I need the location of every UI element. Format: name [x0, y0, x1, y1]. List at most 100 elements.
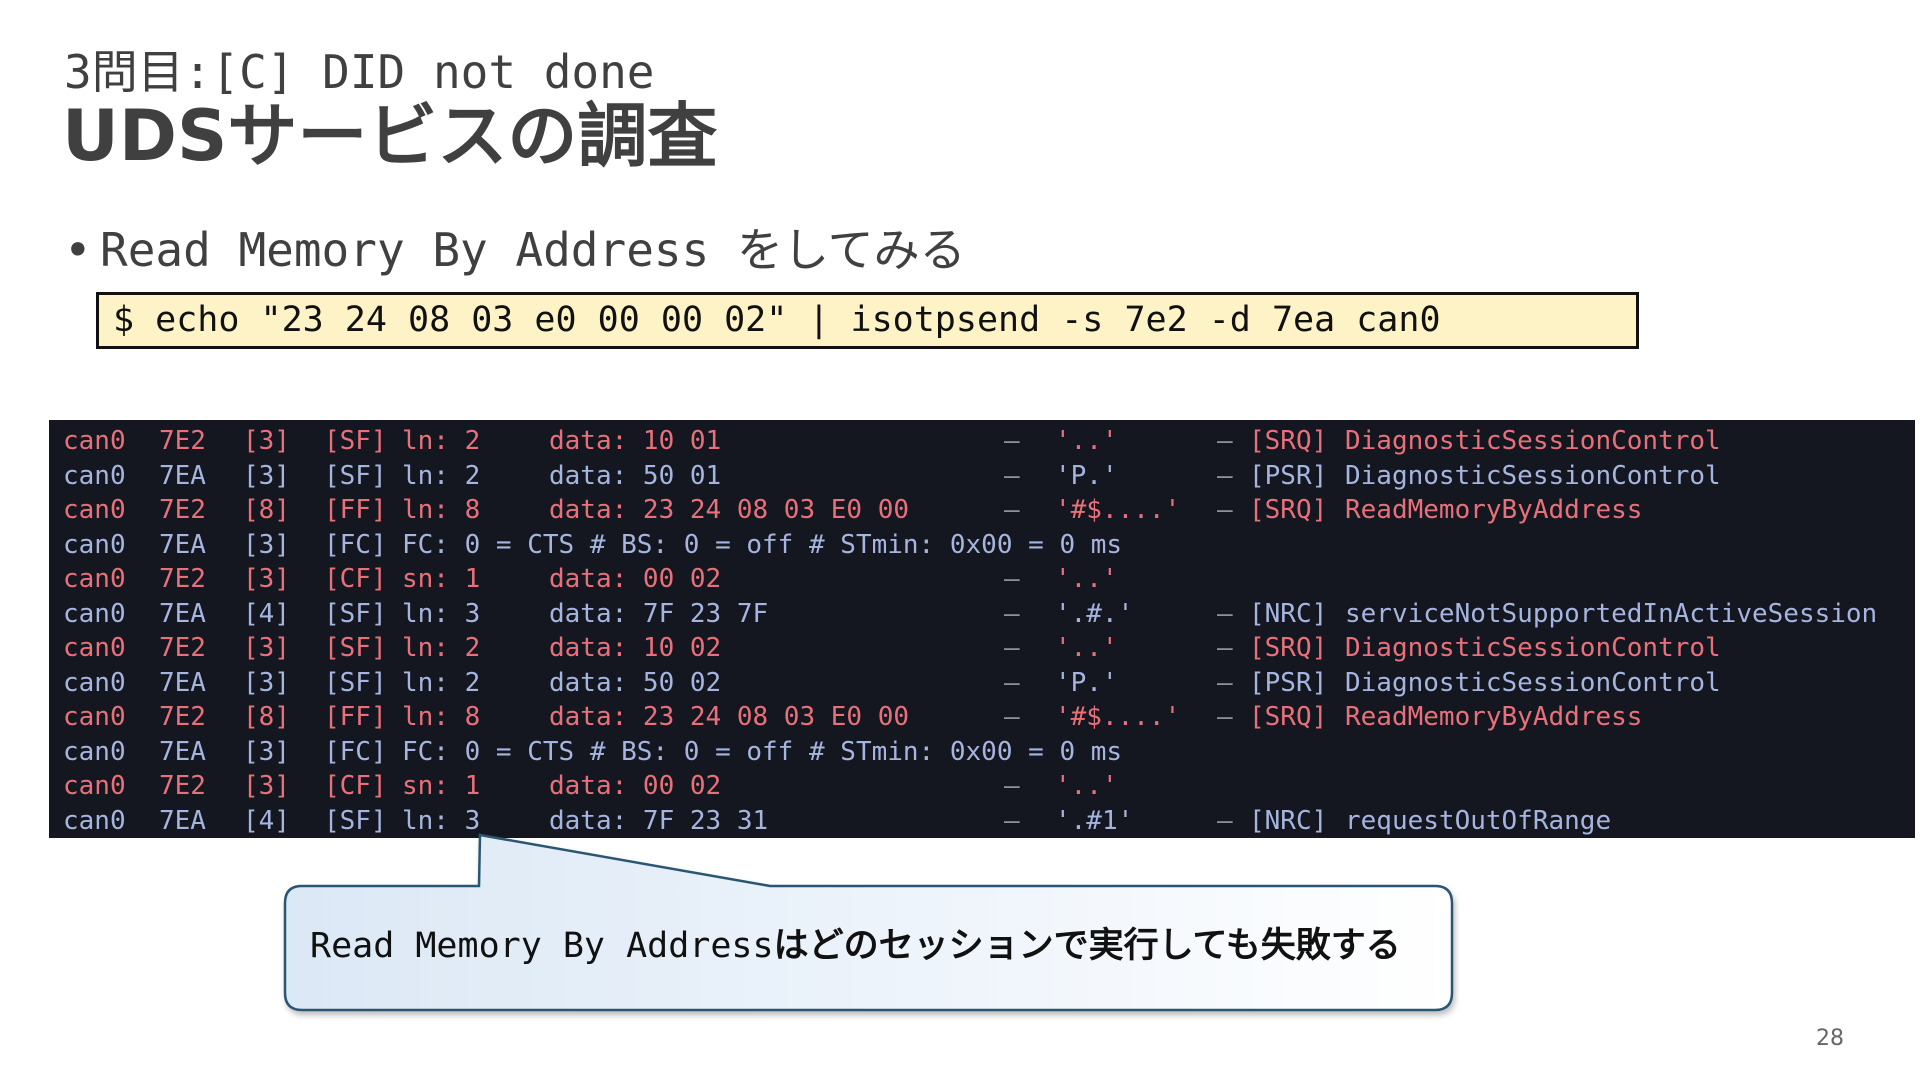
- slide-title: UDSサービスの調査: [62, 95, 718, 177]
- terminal-ascii: 'P.': [1055, 667, 1118, 698]
- terminal-service: ReadMemoryByAddress: [1345, 702, 1643, 732]
- terminal-service: serviceNotSupportedInActiveSession: [1345, 598, 1878, 629]
- terminal-frame: [FC]: [324, 529, 387, 560]
- terminal-service: DiagnosticSessionControl: [1345, 667, 1721, 698]
- terminal-tag: [SRQ]: [1249, 633, 1328, 663]
- terminal-data: data: 7F 23 31: [549, 805, 769, 836]
- terminal-len: [4]: [243, 805, 290, 836]
- terminal-dash: –: [1004, 702, 1020, 732]
- terminal-iface: can0: [63, 564, 126, 594]
- terminal-field: ln: 2: [402, 633, 481, 663]
- terminal-frame: [SF]: [324, 426, 387, 456]
- terminal-id: 7E2: [159, 495, 206, 525]
- terminal-tag: [SRQ]: [1249, 702, 1328, 732]
- terminal-field: FC: 0 = CTS # BS: 0 = off # STmin: 0x00 …: [402, 529, 1123, 560]
- terminal-id: 7EA: [159, 736, 206, 767]
- terminal-ascii: 'P.': [1055, 460, 1118, 491]
- terminal-iface: can0: [63, 529, 126, 560]
- terminal-field: ln: 8: [402, 702, 481, 732]
- terminal-field: sn: 1: [402, 564, 481, 594]
- terminal-tag: [NRC]: [1249, 805, 1328, 836]
- terminal-ascii: '.#1': [1055, 805, 1134, 836]
- terminal-frame: [SF]: [324, 633, 387, 663]
- terminal-dash2: –: [1217, 460, 1233, 491]
- terminal-tag: [PSR]: [1249, 667, 1328, 698]
- terminal-service: requestOutOfRange: [1345, 805, 1612, 836]
- terminal-dash2: –: [1217, 667, 1233, 698]
- callout-text-jp: はどのセッションで実行しても失敗する: [773, 926, 1401, 966]
- terminal-iface: can0: [63, 495, 126, 525]
- terminal-frame: [SF]: [324, 805, 387, 836]
- terminal-frame: [CF]: [324, 564, 387, 594]
- terminal-len: [3]: [243, 426, 290, 456]
- terminal-dash2: –: [1217, 633, 1233, 663]
- terminal-len: [3]: [243, 564, 290, 594]
- terminal-frame: [SF]: [324, 598, 387, 629]
- terminal-ascii: '.#.': [1055, 598, 1134, 629]
- terminal-frame: [FC]: [324, 736, 387, 767]
- terminal-id: 7E2: [159, 771, 206, 801]
- terminal-field: ln: 8: [402, 495, 481, 525]
- terminal-field: ln: 2: [402, 426, 481, 456]
- terminal-ascii: '..': [1055, 564, 1118, 594]
- terminal-dash: –: [1004, 495, 1020, 525]
- terminal-iface: can0: [63, 805, 126, 836]
- terminal-len: [3]: [243, 529, 290, 560]
- terminal-id: 7E2: [159, 702, 206, 732]
- terminal-id: 7E2: [159, 633, 206, 663]
- terminal-field: FC: 0 = CTS # BS: 0 = off # STmin: 0x00 …: [402, 736, 1123, 767]
- terminal-iface: can0: [63, 460, 126, 491]
- terminal-id: 7EA: [159, 805, 206, 836]
- terminal-id: 7EA: [159, 598, 206, 629]
- terminal-frame: [FF]: [324, 495, 387, 525]
- terminal-service: ReadMemoryByAddress: [1345, 495, 1643, 525]
- terminal-data: data: 7F 23 7F: [549, 598, 769, 629]
- terminal-frame: [FF]: [324, 702, 387, 732]
- bullet-text: Read Memory By Address をしてみる: [100, 223, 966, 277]
- terminal-data: data: 23 24 08 03 E0 00: [549, 702, 910, 732]
- terminal-data: data: 10 01: [549, 426, 722, 456]
- terminal-iface: can0: [63, 736, 126, 767]
- terminal-frame: [SF]: [324, 667, 387, 698]
- terminal-field: ln: 3: [402, 805, 481, 836]
- terminal-len: [3]: [243, 633, 290, 663]
- terminal-ascii: '..': [1055, 426, 1118, 456]
- terminal-service: DiagnosticSessionControl: [1345, 426, 1721, 456]
- terminal-ascii: '..': [1055, 633, 1118, 663]
- terminal-dash2: –: [1217, 598, 1233, 629]
- terminal-dash2: –: [1217, 702, 1233, 732]
- bullet-dot: •: [64, 223, 92, 277]
- terminal-dash: –: [1004, 771, 1020, 801]
- terminal-id: 7EA: [159, 667, 206, 698]
- terminal-dash: –: [1004, 460, 1020, 491]
- command-box: $ echo "23 24 08 03 e0 00 00 02" | isotp…: [96, 292, 1639, 349]
- terminal-iface: can0: [63, 702, 126, 732]
- terminal-data: data: 00 02: [549, 564, 722, 594]
- terminal-dash2: –: [1217, 495, 1233, 525]
- terminal-tag: [SRQ]: [1249, 426, 1328, 456]
- terminal-ascii: '#$....': [1055, 495, 1181, 525]
- terminal-tag: [SRQ]: [1249, 495, 1328, 525]
- terminal-field: sn: 1: [402, 771, 481, 801]
- terminal-tag: [PSR]: [1249, 460, 1328, 491]
- terminal-dash2: –: [1217, 426, 1233, 456]
- bullet-item: •Read Memory By Address をしてみる: [64, 222, 966, 278]
- terminal-data: data: 50 02: [549, 667, 722, 698]
- terminal-service: DiagnosticSessionControl: [1345, 460, 1721, 491]
- terminal-dash: –: [1004, 426, 1020, 456]
- page-number: 28: [1816, 1026, 1844, 1051]
- terminal-ascii: '..': [1055, 771, 1118, 801]
- terminal-field: ln: 2: [402, 667, 481, 698]
